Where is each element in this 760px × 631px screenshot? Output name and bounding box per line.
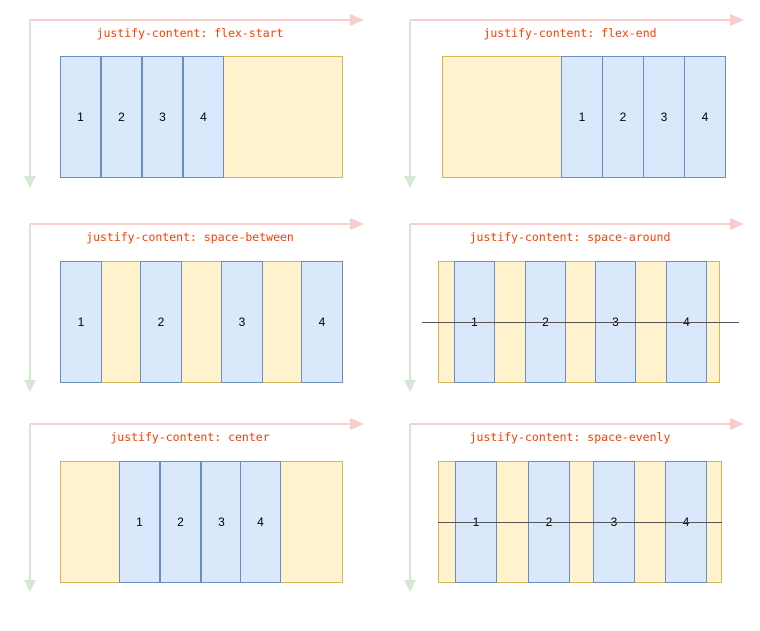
spacing-guide-line bbox=[438, 522, 722, 523]
flex-item-2: 2 bbox=[140, 261, 182, 383]
flex-item-2: 2 bbox=[160, 461, 201, 583]
flex-item-1: 1 bbox=[60, 56, 101, 178]
flex-item-4: 4 bbox=[240, 461, 281, 583]
panel-label: justify-content: space-between bbox=[86, 230, 294, 244]
flex-item-4: 4 bbox=[301, 261, 343, 383]
flex-item-4: 4 bbox=[684, 56, 726, 178]
flex-item-3: 3 bbox=[221, 261, 263, 383]
axes bbox=[24, 14, 364, 188]
main-axis-arrowhead-icon bbox=[350, 418, 364, 430]
cross-axis-arrowhead-icon bbox=[404, 176, 416, 188]
panel-label: justify-content: space-around bbox=[469, 230, 671, 244]
flex-item-3: 3 bbox=[201, 461, 242, 583]
axes bbox=[404, 418, 744, 592]
flex-item-4: 4 bbox=[183, 56, 224, 178]
cross-axis-arrowhead-icon bbox=[24, 380, 36, 392]
spacing-guide-line bbox=[422, 322, 739, 323]
main-axis-arrowhead-icon bbox=[350, 14, 364, 26]
flex-item-1: 1 bbox=[60, 261, 102, 383]
axes bbox=[24, 418, 364, 592]
panel-label: justify-content: center bbox=[110, 430, 270, 444]
main-axis-arrowhead-icon bbox=[730, 418, 744, 430]
panel-label: justify-content: flex-end bbox=[483, 26, 657, 40]
axes bbox=[404, 218, 744, 392]
flex-item-2: 2 bbox=[602, 56, 644, 178]
flex-item-2: 2 bbox=[101, 56, 142, 178]
flex-item-1: 1 bbox=[119, 461, 160, 583]
panel-label: justify-content: flex-start bbox=[96, 26, 284, 40]
axes bbox=[24, 218, 364, 392]
main-axis-arrowhead-icon bbox=[730, 218, 744, 230]
flex-item-1: 1 bbox=[561, 56, 603, 178]
main-axis-arrowhead-icon bbox=[350, 218, 364, 230]
cross-axis-arrowhead-icon bbox=[404, 580, 416, 592]
cross-axis-arrowhead-icon bbox=[24, 580, 36, 592]
main-axis-arrowhead-icon bbox=[730, 14, 744, 26]
flex-item-3: 3 bbox=[142, 56, 183, 178]
flex-item-3: 3 bbox=[643, 56, 685, 178]
cross-axis-arrowhead-icon bbox=[404, 380, 416, 392]
cross-axis-arrowhead-icon bbox=[24, 176, 36, 188]
panel-label: justify-content: space-evenly bbox=[469, 430, 671, 444]
axes bbox=[404, 14, 744, 188]
